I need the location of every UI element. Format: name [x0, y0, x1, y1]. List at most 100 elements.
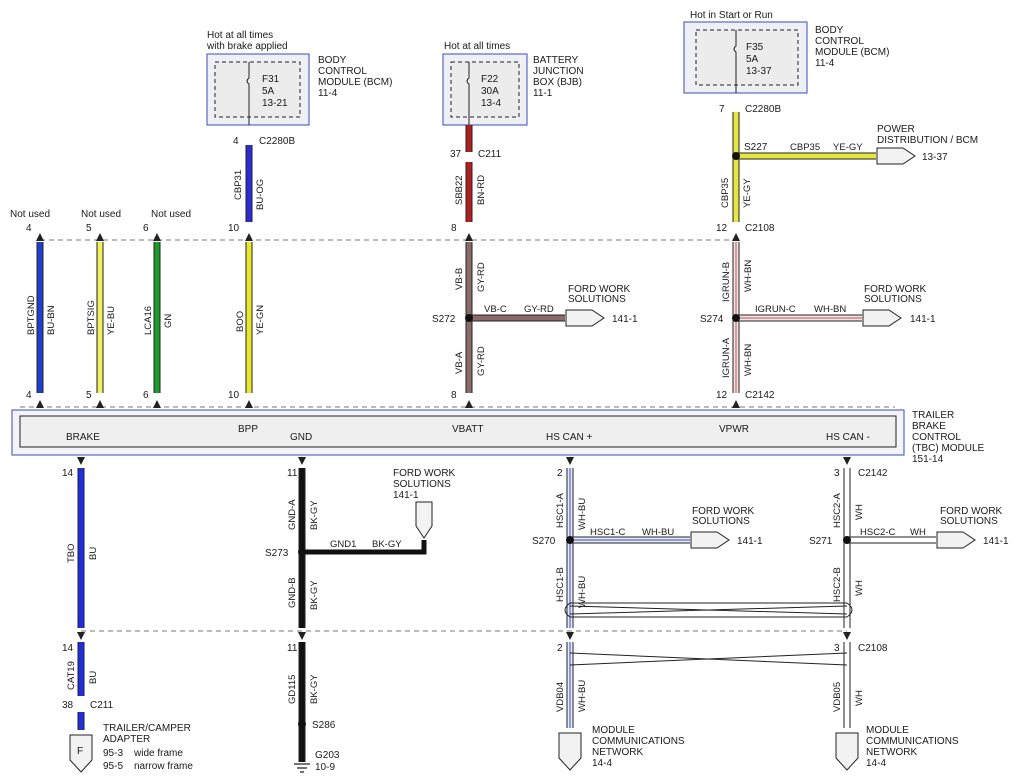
- fws-5-ref: 141-1: [983, 536, 1009, 547]
- bcm1-name-2: CONTROL: [318, 66, 367, 77]
- label-c211: C211: [90, 700, 114, 711]
- tbc-pin-hscan-minus: HS CAN -: [826, 432, 870, 443]
- label-s286: S286: [312, 720, 336, 731]
- label-vbc-color: GY-RD: [524, 304, 554, 315]
- tbc-inner-box: [19, 415, 897, 448]
- pd-label-1: POWER: [877, 124, 915, 135]
- bottom-wires: CAT19 BU 38 C211 F TRAILER/CAMPER ADAPTE…: [62, 642, 959, 773]
- label-s273: S273: [265, 548, 289, 559]
- c2142-pin-12: 12: [716, 390, 728, 401]
- splice-s274: [732, 314, 740, 322]
- label-gnda-color: BK-GY: [309, 500, 320, 530]
- trailer-label-1: TRAILER/CAMPER: [103, 723, 191, 734]
- lower-wires: 14 11 2 3 C2142 TBO BU GND-A BK-GY GND-B…: [62, 457, 1009, 628]
- label-hsc1c-color: WH-BU: [642, 527, 674, 538]
- twisted-pair-lower: [569, 652, 848, 666]
- lower-pin-14: 14: [62, 468, 74, 479]
- label-cbp35-vertical-color: YE-GY: [742, 178, 753, 208]
- label-g203-ref: 10-9: [315, 762, 335, 773]
- label-hsc1b: HSC1-B: [555, 567, 566, 602]
- bcm-fuse-f35-module: Hot in Start or Run F35 5A 13-37 BODY CO…: [683, 10, 889, 115]
- tbc-name-3: CONTROL: [912, 432, 961, 443]
- trailer-ref-1: 95-3: [103, 748, 123, 759]
- fws-4-ref: 141-1: [737, 536, 763, 547]
- trailer-desc-2: narrow frame: [134, 761, 193, 772]
- trailer-desc-1: wide frame: [133, 748, 183, 759]
- label-boo-color: YE-GN: [255, 305, 266, 335]
- label-s271: S271: [809, 536, 833, 547]
- c2142-pin-5: 5: [86, 390, 92, 401]
- c2108-pin-12: 12: [716, 223, 728, 234]
- c2142-pin-10: 10: [228, 390, 240, 401]
- bcm2-name-1: BODY: [815, 25, 844, 36]
- trailer-label-2: ADAPTER: [103, 734, 150, 745]
- fws-connector-icon-2: [862, 309, 902, 327]
- label-sbb22: SBB22: [454, 175, 465, 205]
- bcm2-name-2: CONTROL: [815, 36, 864, 47]
- label-s270: S270: [532, 536, 556, 547]
- label-hsc1b-color: WH-BU: [577, 576, 588, 608]
- tbc-pin-brake: BRAKE: [66, 432, 100, 443]
- c2108-lower-pin-14: 14: [62, 643, 74, 654]
- splice-s273: [298, 548, 306, 556]
- label-vbc: VB-C: [484, 304, 507, 315]
- c2142-pin-8: 8: [451, 390, 457, 401]
- fws-connector-icon-1: [565, 309, 605, 327]
- twisted-pair-upper: [569, 605, 848, 615]
- fws-1-ref: 141-1: [612, 314, 638, 325]
- c2142-pin-4: 4: [26, 390, 32, 401]
- label-tbo: TBO: [66, 543, 77, 563]
- label-s227: S227: [744, 142, 768, 153]
- label-g203: G203: [315, 750, 340, 761]
- label-iguna-color: WH-BN: [743, 344, 754, 376]
- bcm2-fuse-ref: 13-37: [746, 66, 772, 77]
- fws-3-label: FORD WORK: [393, 468, 456, 479]
- tbc-ref: 151-14: [912, 454, 944, 465]
- label-gd115: GD115: [287, 675, 298, 704]
- label-lca16: LCA16: [143, 306, 154, 335]
- bcm1-fuse-ref: 13-21: [262, 98, 288, 109]
- bcm1-name-1: BODY: [318, 55, 347, 66]
- fws-2-label-2: SOLUTIONS: [864, 294, 922, 305]
- bcm1-name-3: MODULE (BCM): [318, 77, 392, 88]
- tbc-pin-bpp: BPP: [238, 424, 258, 435]
- label-hsc2a: HSC2-A: [832, 492, 843, 528]
- c2108-lower-pin-3: 3: [834, 643, 840, 654]
- fws-4-label: FORD WORK: [692, 506, 755, 517]
- power-distribution-connector-icon: [876, 147, 916, 165]
- bcm2-fuse-box: [695, 29, 799, 86]
- bcm2-hot-label: Hot in Start or Run: [690, 10, 773, 21]
- label-vbb: VB-B: [454, 268, 465, 290]
- c2108-pin-5: 5: [86, 223, 92, 234]
- label-bptsig-color: YE-BU: [106, 306, 117, 335]
- fws-connector-icon-3: [415, 501, 433, 539]
- tbc-pin-hscan-plus: HS CAN +: [546, 432, 593, 443]
- label-cbp35-h: CBP35: [790, 142, 820, 153]
- connector-c2142-upper: 4 5 6 10 8 12 C2142: [20, 390, 895, 408]
- mcn-2-label-3: NETWORK: [866, 747, 917, 758]
- bcm1-hot-label-2: with brake applied: [206, 41, 288, 52]
- label-hsc1a: HSC1-A: [555, 492, 566, 528]
- bcm1-hot-label: Hot at all times: [207, 30, 273, 41]
- fws-5-label-2: SOLUTIONS: [940, 516, 998, 527]
- bjb-name-1: BATTERY: [533, 55, 579, 66]
- mcn-1-label-3: NETWORK: [592, 747, 643, 758]
- label-tbo-color: BU: [88, 547, 99, 560]
- label-iguna: IGRUN-A: [721, 337, 732, 378]
- fws-1-label: FORD WORK: [568, 284, 631, 295]
- tbc-pin-vpwr: VPWR: [719, 424, 749, 435]
- label-cbp35-vertical: CBP35: [720, 178, 731, 208]
- c2108-lower-label: C2108: [858, 643, 888, 654]
- bjb-pin: 37: [450, 149, 462, 160]
- connector-c2108-lower: 14 11 2 3 C2108: [62, 630, 888, 654]
- bcm2-name-3: MODULE (BCM): [815, 47, 889, 58]
- label-s272: S272: [432, 314, 456, 325]
- splice-s227: [732, 152, 740, 160]
- label-hsc2b: HSC2-B: [832, 567, 843, 602]
- mcn-1-ref: 14-4: [592, 758, 612, 769]
- bcm1-fuse-box: [214, 61, 301, 118]
- label-lca16-color: GN: [163, 314, 174, 328]
- splice-s272: [465, 314, 473, 322]
- c2142-pin-6: 6: [143, 390, 149, 401]
- bjb-fuse-ref: 13-4: [481, 98, 501, 109]
